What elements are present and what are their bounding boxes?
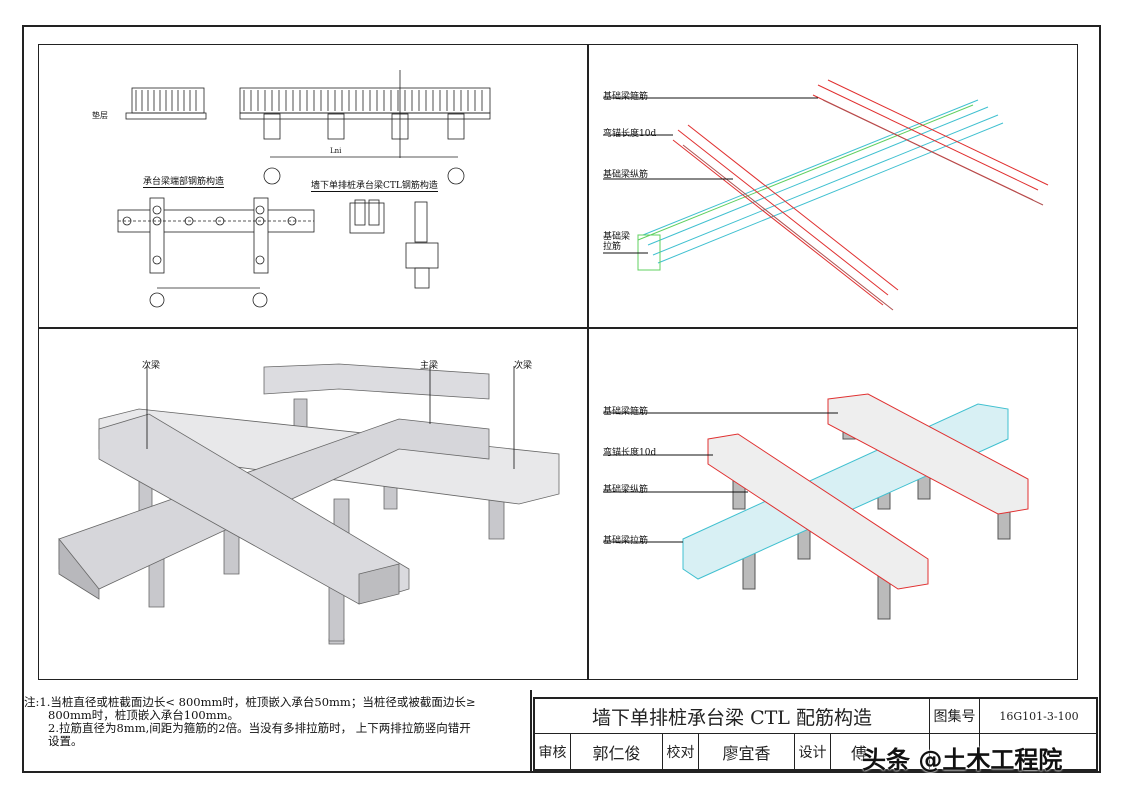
label-secondary-beam-right: 次梁 (514, 361, 533, 371)
label-main-beam: 主梁 (420, 361, 439, 371)
concrete-beam-3d-view (58, 363, 560, 645)
notes: 注:1.当桩直径或桩截面边长< 800mm时，桩顶嵌入承台50mm；当桩径或被截… (24, 696, 475, 748)
cad-detail-drawing (117, 70, 491, 308)
label-secondary-beam-left: 次梁 (142, 361, 161, 371)
design-label: 设计 (795, 734, 831, 770)
label-tie: 基础梁 拉筋 (603, 232, 631, 252)
note-line: 注:1.当桩直径或桩截面边长< 800mm时，桩顶嵌入承台50mm；当桩径或被截… (24, 695, 476, 709)
caption-main-detail: 墙下单排桩承台梁CTL钢筋构造 (311, 178, 438, 192)
check-label: 校对 (663, 734, 699, 770)
label-anchor-length: 弯锚长度10d (603, 129, 657, 139)
checker: 廖宜香 (699, 734, 795, 770)
designer: 傅 (831, 734, 930, 770)
rebar-concrete-3d-view (603, 393, 1029, 620)
review-label: 审核 (535, 734, 571, 770)
outer-border (22, 25, 1101, 773)
label-tie-2: 基础梁拉筋 (603, 536, 649, 546)
note-line: 设置。 (48, 734, 83, 748)
label-stirrup: 基础梁箍筋 (603, 92, 649, 102)
notes-box (22, 690, 532, 773)
label-stirrup-2: 基础梁箍筋 (603, 407, 649, 417)
rebar-3d-view (603, 79, 1049, 311)
reviewer: 郭仁俊 (571, 734, 663, 770)
dim-ln-label: Lni (330, 147, 342, 155)
cushion-label: 垫层 (92, 111, 108, 120)
drawing-title: 墙下单排桩承台梁 CTL 配筋构造 (535, 699, 930, 734)
note-line: 800mm时，桩顶嵌入承台100mm。 (48, 708, 240, 722)
vertical-divider (587, 44, 589, 680)
title-block: 墙下单排桩承台梁 CTL 配筋构造 图集号 16G101-3-100 审核 郭仁… (533, 697, 1098, 771)
inner-frame (38, 44, 1078, 680)
atlas-number: 16G101-3-100 (980, 699, 1098, 734)
watermark: 头条 @土木工程院 (862, 746, 1063, 774)
caption-end-detail: 承台梁端部钢筋构造 (143, 174, 225, 188)
note-line: 2.拉筋直径为8mm,间距为箍筋的2倍。当没有多排拉筋时， 上下两排拉筋竖向错开 (48, 721, 471, 735)
label-longitudinal: 基础梁纵筋 (603, 170, 649, 180)
page-label-cell (930, 734, 980, 770)
label-anchor-length-2: 弯锚长度10d (603, 448, 657, 458)
horizontal-divider (38, 327, 1078, 329)
atlas-label: 图集号 (930, 699, 980, 734)
label-longitudinal-2: 基础梁纵筋 (603, 485, 649, 495)
